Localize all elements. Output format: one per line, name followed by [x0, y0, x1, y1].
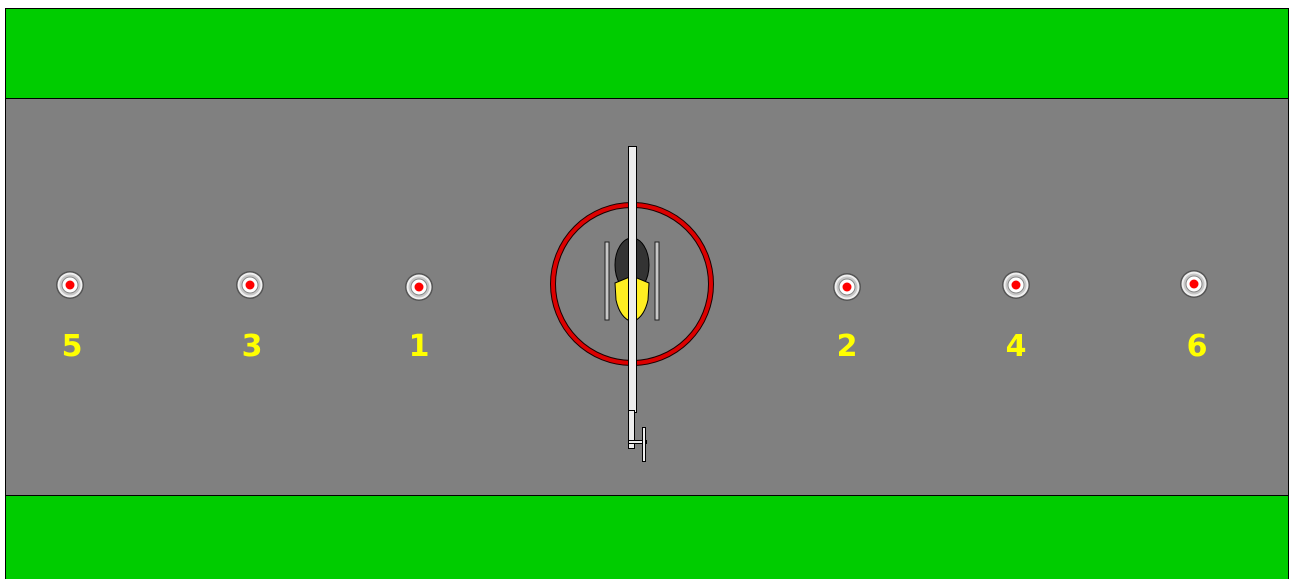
spot-label: 4: [1006, 329, 1027, 364]
grass-top: [6, 9, 1289, 99]
right-skid: [655, 242, 659, 320]
rotor-blade: [629, 147, 637, 413]
spot-label: 5: [62, 329, 83, 364]
landing-marker-icon: [1180, 270, 1208, 298]
spot-label: 6: [1187, 329, 1208, 364]
spot-label: 3: [242, 329, 263, 364]
landing-marker-icon: [1002, 271, 1030, 299]
tail-rotor: [643, 428, 646, 462]
grass-bottom: [6, 496, 1289, 579]
spot-label: 1: [409, 329, 430, 364]
left-skid: [605, 242, 609, 320]
landing-marker-icon: [833, 273, 861, 301]
landing-marker-icon: [405, 273, 433, 301]
landing-marker-icon: [236, 271, 264, 299]
landing-marker-icon: [56, 271, 84, 299]
spot-label: 2: [837, 329, 858, 364]
